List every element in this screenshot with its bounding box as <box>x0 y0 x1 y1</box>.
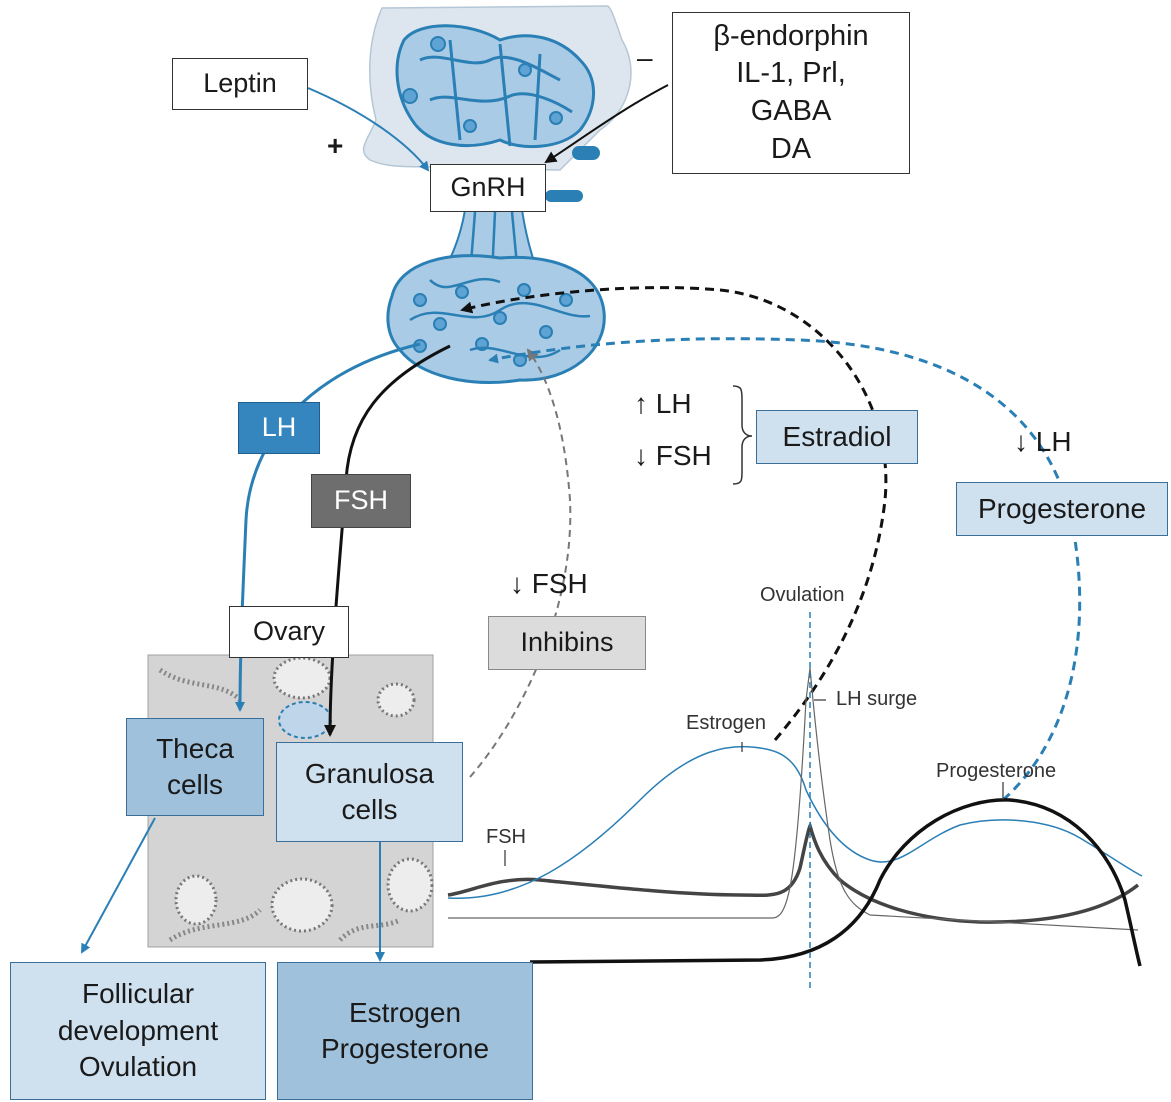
fsh-curve <box>447 821 1140 924</box>
granulosa-cells-box: Granulosa cells <box>276 742 463 842</box>
ovulation-label: Ovulation <box>760 584 845 606</box>
inhibins-label: Inhibins <box>520 627 614 658</box>
estradiol-label: Estradiol <box>782 420 892 452</box>
theca-cells-box: Theca cells <box>126 718 264 816</box>
inhibitors-box: β-endorphin IL-1, Prl, GABA DA <box>672 12 910 174</box>
lh-curve <box>448 667 1139 931</box>
hypothalamus-illustration <box>362 5 632 202</box>
progesterone-feedback-label: Progesterone <box>977 492 1147 524</box>
fsh-label: FSH <box>334 485 388 516</box>
estradiol-lh-effect: ↑ LH <box>634 388 692 419</box>
lh-surge-label: LH surge <box>836 688 918 710</box>
estradiol-fsh-effect: ↓ FSH <box>634 440 712 471</box>
follicular-line-1: Follicular <box>81 978 195 1010</box>
ovary-box: Ovary <box>229 606 349 658</box>
estrogen-curve <box>447 745 1143 899</box>
estrogen-progesterone-line-2: Progesterone <box>320 1033 490 1064</box>
progesterone-lh-effect: ↓ LH <box>1014 426 1072 457</box>
inhibition-sign: – <box>637 42 653 73</box>
progesterone-curve-label: Progesterone <box>936 760 1057 782</box>
lh-label: LH <box>261 412 297 443</box>
progesterone-feedback-box: Progesterone <box>956 482 1168 536</box>
stimulation-sign: + <box>327 130 344 161</box>
theca-line-1: Theca <box>156 732 234 764</box>
estradiol-box: Estradiol <box>756 410 918 464</box>
fsh-curve-label: FSH <box>486 826 526 848</box>
brace <box>732 385 753 485</box>
estrogen-curve-label: Estrogen <box>686 712 767 734</box>
inhibins-box: Inhibins <box>488 616 646 670</box>
follicular-development-box: Follicular development Ovulation <box>10 962 266 1100</box>
inhibitor-line-4: DA <box>770 132 812 165</box>
gnrh-label: GnRH <box>450 172 526 203</box>
inhibitor-line-3: GABA <box>750 95 832 127</box>
progesterone-curve <box>529 798 1142 967</box>
granulosa-line-1: Granulosa <box>304 757 435 789</box>
granulosa-line-2: cells <box>341 794 398 825</box>
estrogen-progesterone-line-1: Estrogen <box>348 996 462 1028</box>
inhibins-effect: ↓ FSH <box>510 568 588 599</box>
lh-box: LH <box>238 402 320 454</box>
leptin-box: Leptin <box>172 58 308 110</box>
fsh-box: FSH <box>311 474 411 528</box>
inhibitor-line-2: IL-1, Prl, <box>736 57 846 90</box>
ovary-label: Ovary <box>252 616 325 647</box>
follicular-line-3: Ovulation <box>78 1051 198 1083</box>
estrogen-progesterone-box: Estrogen Progesterone <box>277 962 533 1100</box>
follicular-line-2: development <box>57 1014 219 1046</box>
theca-line-2: cells <box>166 769 223 800</box>
leptin-label: Leptin <box>203 68 277 99</box>
inhibitor-line-1: β-endorphin <box>713 19 869 52</box>
gnrh-box: GnRH <box>430 164 546 212</box>
